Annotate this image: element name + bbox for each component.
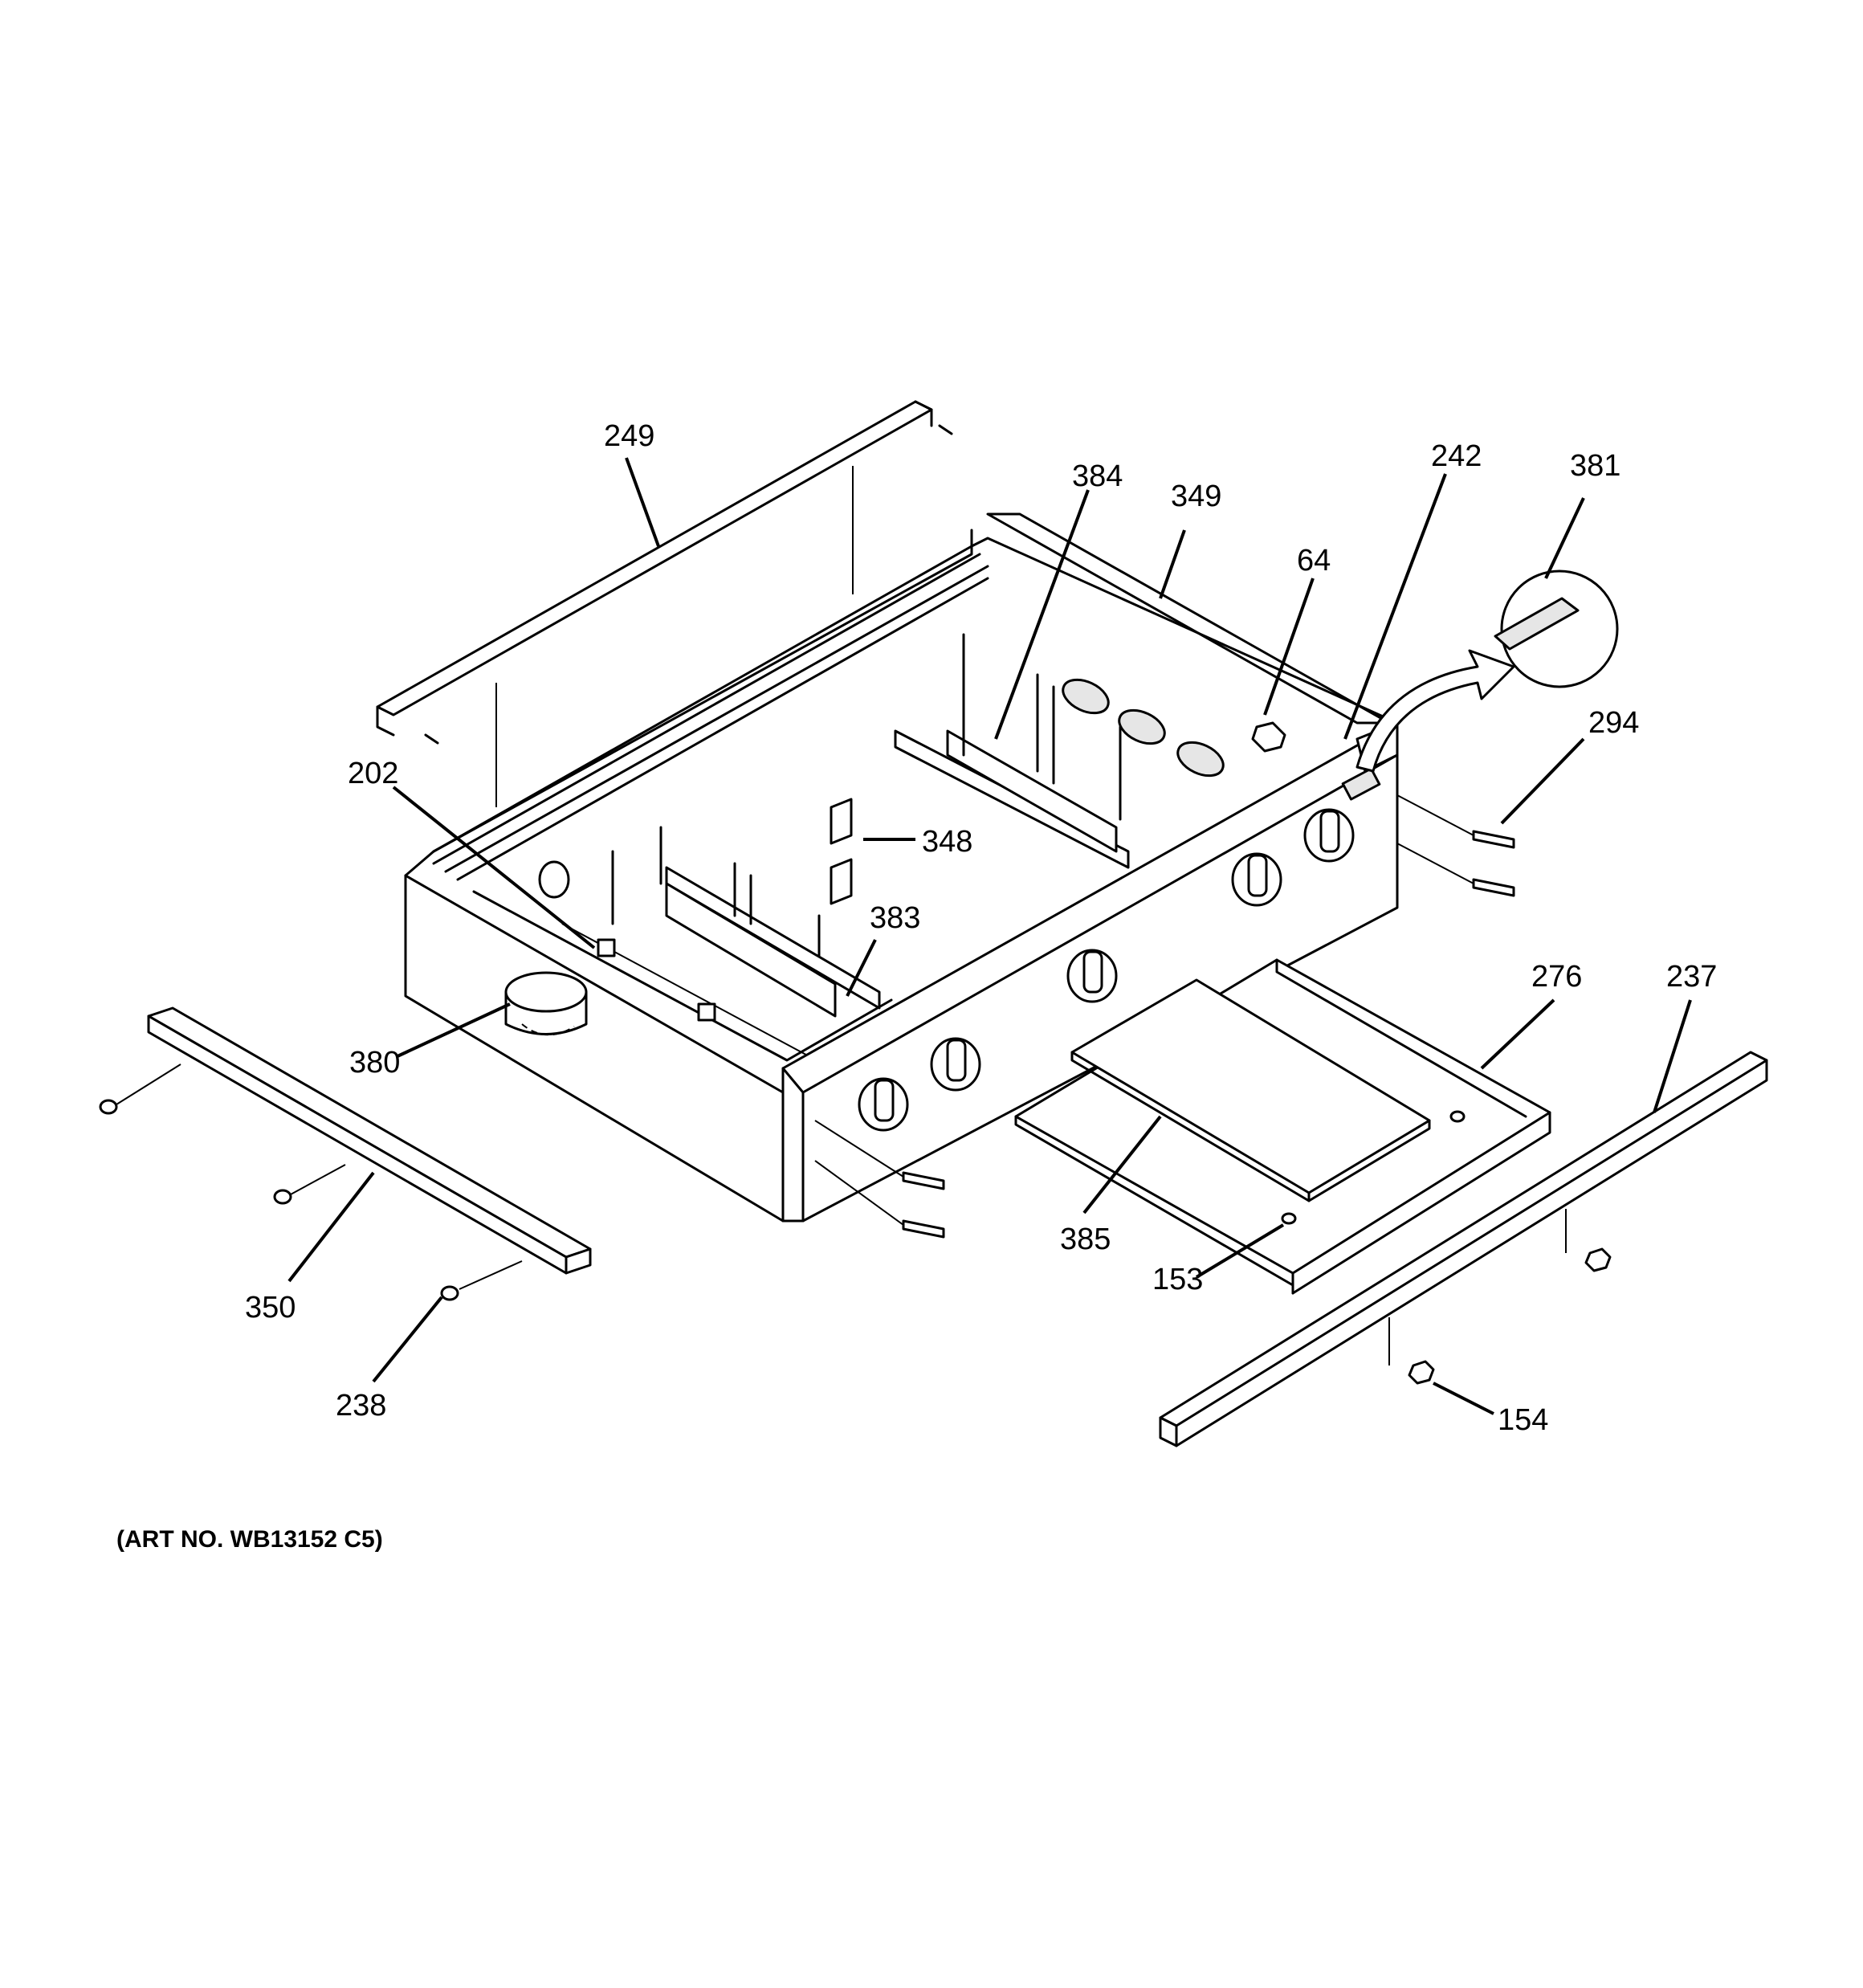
callout-348: 348	[922, 825, 972, 859]
left-trim-350	[99, 1006, 592, 1301]
screw-icon	[424, 733, 439, 745]
nut-icon	[1584, 1247, 1612, 1272]
callout-labels: 249 384 349 242 381 64 294 202 348 383 2…	[245, 419, 1717, 1437]
badge-icon	[1341, 767, 1381, 801]
callout-238: 238	[336, 1389, 386, 1423]
front-panel-screws	[814, 1120, 945, 1239]
burner-knobs	[858, 767, 1381, 1132]
nut-icon	[1251, 721, 1286, 753]
callout-383: 383	[870, 901, 920, 935]
callout-153: 153	[1152, 1263, 1203, 1296]
callout-202: 202	[348, 757, 398, 790]
callout-294: 294	[1588, 706, 1639, 740]
nut-icon	[1408, 1360, 1435, 1385]
callout-154: 154	[1498, 1403, 1548, 1437]
callout-381: 381	[1570, 449, 1620, 483]
callout-237: 237	[1666, 960, 1717, 994]
arrow-icon	[1355, 649, 1515, 773]
knob-1-icon	[858, 1077, 909, 1132]
internal-brackets	[597, 633, 1130, 1022]
screw-icon	[1281, 1212, 1297, 1225]
screw-icon	[938, 424, 953, 435]
screw-icon	[440, 1285, 459, 1301]
logo-badge-detail	[1355, 569, 1619, 773]
callout-242: 242	[1431, 439, 1482, 473]
screw-icon	[1449, 1110, 1466, 1123]
logo-badge-icon	[1494, 597, 1580, 651]
clip-348	[830, 798, 853, 845]
screw-icon	[273, 1189, 292, 1205]
leader-lines	[287, 457, 1692, 1415]
rear-trim-249	[376, 400, 953, 807]
right-trim-237	[1159, 1051, 1768, 1447]
grommet-380	[504, 971, 588, 1036]
knob-3-icon	[1066, 949, 1118, 1003]
callout-249: 249	[604, 419, 654, 453]
bracket-383	[665, 866, 881, 1010]
back-wall-openings	[538, 678, 1286, 899]
screws-294	[1396, 794, 1515, 897]
knob-2-icon	[930, 1037, 981, 1092]
callout-384: 384	[1072, 459, 1123, 493]
callout-276: 276	[1531, 960, 1582, 994]
knob-5-icon	[1303, 808, 1355, 863]
callout-64: 64	[1297, 544, 1331, 578]
callout-350: 350	[245, 1291, 296, 1325]
art-number-caption: (ART NO. WB13152 C5)	[116, 1526, 383, 1553]
knob-4-icon	[1231, 852, 1282, 907]
screw-icon	[99, 1099, 118, 1115]
callout-349: 349	[1171, 480, 1221, 513]
callout-385: 385	[1060, 1223, 1111, 1256]
griddle-plate-385	[1070, 978, 1431, 1202]
callout-380: 380	[349, 1046, 400, 1080]
